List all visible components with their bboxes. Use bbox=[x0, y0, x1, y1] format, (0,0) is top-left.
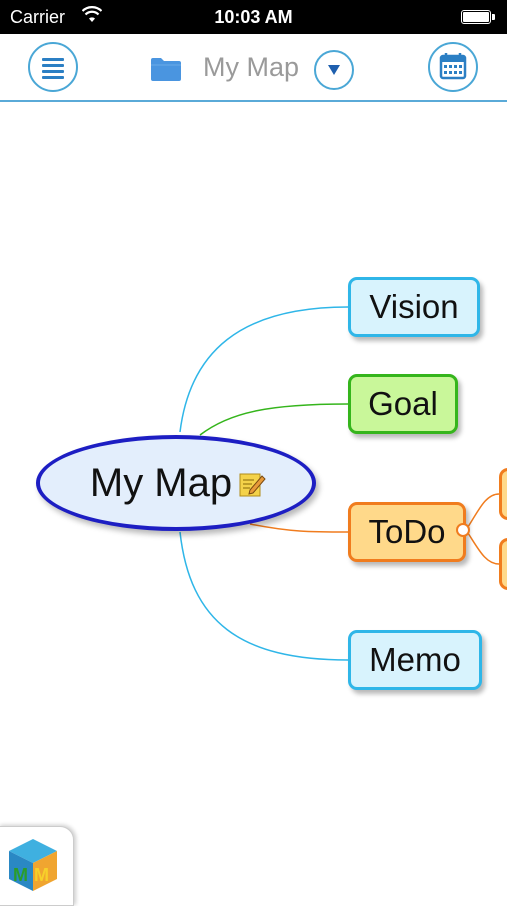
collapse-toggle[interactable] bbox=[456, 523, 470, 537]
connector-goal bbox=[199, 403, 349, 436]
svg-text:M: M bbox=[13, 865, 28, 885]
branch-label: ToDo bbox=[368, 513, 446, 550]
branch-connectors bbox=[179, 306, 500, 661]
map-title[interactable]: My Map bbox=[203, 52, 300, 82]
subtopic-node[interactable] bbox=[499, 468, 507, 520]
app-logo-icon: M M bbox=[9, 839, 57, 891]
branch-label: Goal bbox=[368, 385, 438, 422]
connector-memo bbox=[179, 531, 349, 661]
branch-label: Memo bbox=[369, 641, 461, 678]
branch-node-vision[interactable]: Vision bbox=[348, 277, 480, 337]
branch-node-todo[interactable]: ToDo bbox=[348, 502, 466, 562]
carrier-label: Carrier bbox=[10, 7, 66, 27]
svg-text:M: M bbox=[34, 865, 49, 885]
central-topic-node[interactable]: My Map bbox=[36, 435, 316, 531]
connector-todo-sub-1 bbox=[465, 493, 500, 531]
connector-todo-sub-2 bbox=[465, 529, 500, 565]
mind-map-canvas[interactable]: My Map Vision Goal ToDo Memo bbox=[0, 102, 507, 900]
menu-icon bbox=[42, 58, 64, 82]
branch-node-memo[interactable]: Memo bbox=[348, 630, 482, 690]
note-icon[interactable] bbox=[238, 470, 266, 498]
app-logo-tab[interactable]: M M bbox=[0, 826, 74, 906]
connector-vision bbox=[179, 306, 349, 433]
map-dropdown-button[interactable] bbox=[314, 50, 354, 90]
wifi-icon bbox=[82, 6, 102, 22]
subtopic-node[interactable] bbox=[499, 538, 507, 590]
battery-icon bbox=[461, 10, 495, 24]
chevron-down-icon bbox=[328, 65, 340, 75]
calendar-button[interactable] bbox=[428, 42, 478, 92]
branch-label: Vision bbox=[369, 288, 459, 325]
status-time: 10:03 AM bbox=[214, 7, 293, 27]
folder-icon bbox=[151, 58, 181, 81]
toolbar: My Map bbox=[0, 34, 507, 102]
calendar-icon bbox=[439, 53, 467, 80]
central-topic-label: My Map bbox=[89, 460, 233, 505]
menu-button[interactable] bbox=[28, 42, 78, 92]
status-bar: Carrier 10:03 AM bbox=[0, 0, 507, 34]
connector-todo bbox=[249, 523, 349, 533]
branch-node-goal[interactable]: Goal bbox=[348, 374, 458, 434]
